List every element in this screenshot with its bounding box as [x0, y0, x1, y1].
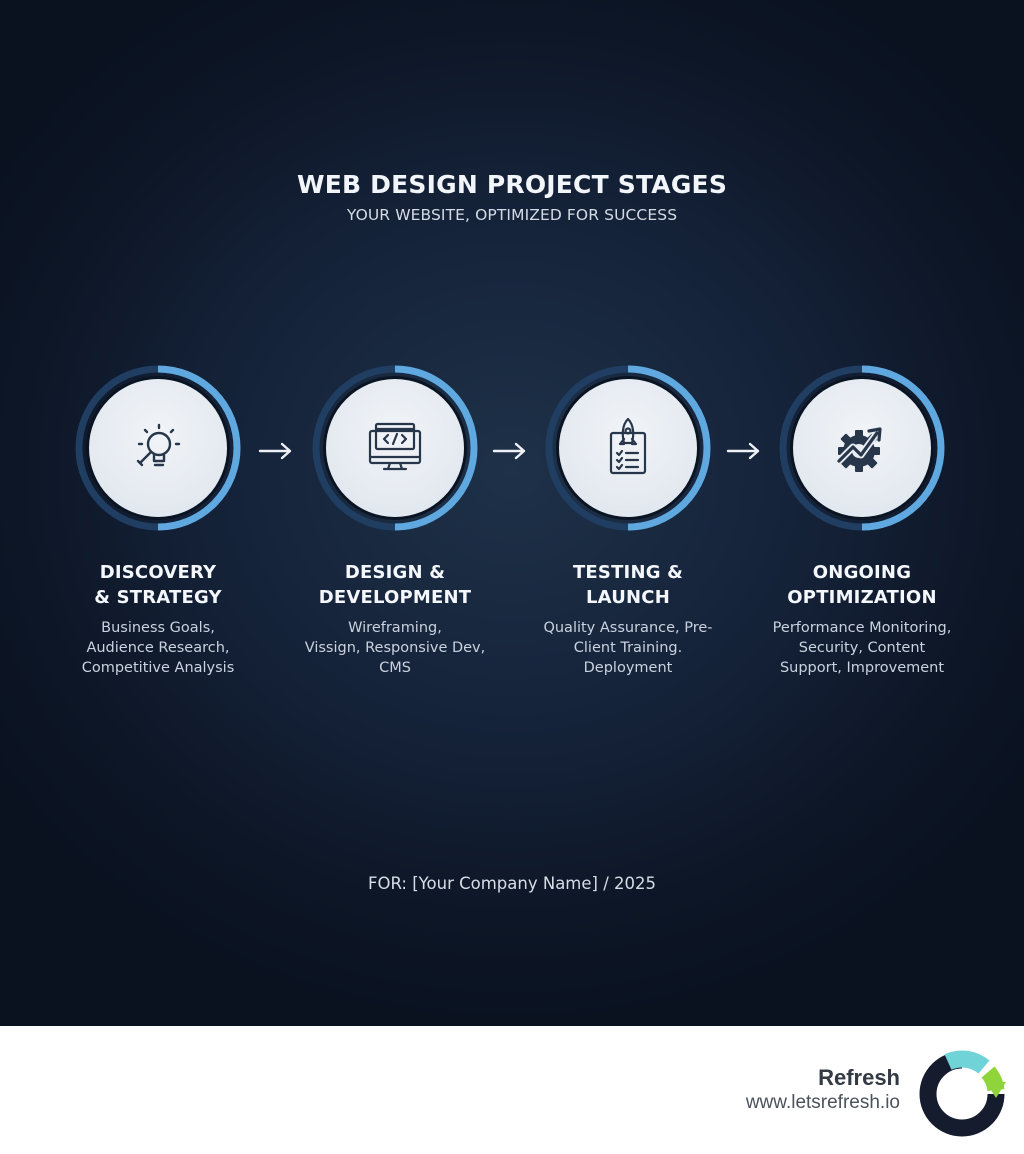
- infographic-subtitle: YOUR WEBSITE, OPTIMIZED FOR SUCCESS: [346, 206, 678, 224]
- arrow-right-icon: [258, 442, 292, 460]
- infographic-panel: WEB DESIGN PROJECT STAGES YOUR WEBSITE, …: [0, 0, 1024, 1026]
- arrow-right-icon: [492, 442, 526, 460]
- stage-design-development: DESIGN & DEVELOPMENT Wireframing, Vissig…: [275, 362, 515, 678]
- footer-note: FOR: [Your Company Name] / 2025: [367, 874, 657, 893]
- stage-description: Quality Assurance, Pre- Client Training.…: [543, 620, 713, 676]
- infographic-title: WEB DESIGN PROJECT STAGES: [296, 170, 728, 199]
- stage-description: Performance Monitoring, Security, Conten…: [772, 620, 952, 676]
- stage-heading: DESIGN & DEVELOPMENT: [318, 562, 472, 608]
- lightbulb-magnifier-icon: [136, 423, 181, 467]
- arrow-right-icon: [726, 442, 760, 460]
- stage-ring: [309, 362, 481, 534]
- brand-block: Refresh www.letsrefresh.io: [746, 1064, 900, 1115]
- stage-description: Wireframing, Vissign, Responsive Dev, CM…: [304, 620, 486, 676]
- stage-heading: TESTING & LAUNCH: [572, 562, 684, 608]
- stage-heading: ONGOING OPTIMIZATION: [787, 562, 937, 608]
- brand-name: Refresh: [818, 1065, 900, 1090]
- stage-description: Business Goals, Audience Research, Compe…: [81, 620, 235, 676]
- stage-discovery-strategy: DISCOVERY & STRATEGY Business Goals, Aud…: [38, 362, 278, 678]
- stage-ring: [72, 362, 244, 534]
- rocket-checklist-icon: [609, 417, 647, 475]
- gear-growth-icon: [835, 427, 882, 472]
- brand-url[interactable]: www.letsrefresh.io: [745, 1092, 900, 1113]
- stage-ring: [542, 362, 714, 534]
- stage-testing-launch: TESTING & LAUNCH Quality Assurance, Pre-…: [508, 362, 748, 678]
- stage-ring: [776, 362, 948, 534]
- stage-heading: DISCOVERY & STRATEGY: [94, 562, 222, 608]
- refresh-logo-icon: [919, 1050, 1006, 1137]
- monitor-code-icon: [368, 422, 422, 471]
- stage-ongoing-optimization: ONGOING OPTIMIZATION Performance Monitor…: [742, 362, 982, 678]
